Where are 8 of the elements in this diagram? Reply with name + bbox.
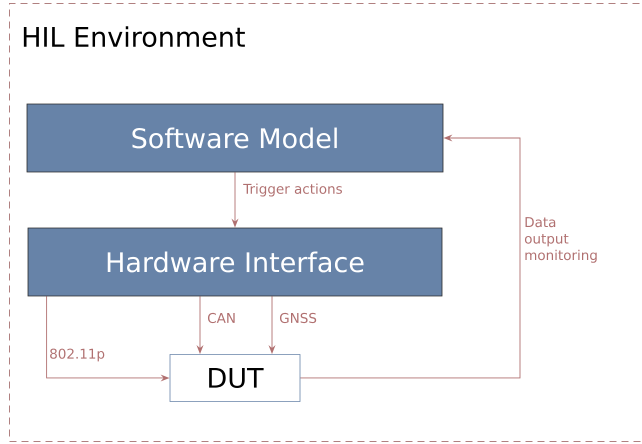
edge-label: GNSS [278,312,318,324]
device-box: DUT [170,354,300,402]
edge-label: Trigger actions [242,182,344,198]
edge-label: Data output monitoring [523,216,602,264]
edge-label: 802.11p [48,348,106,362]
edge-label: CAN [206,312,237,324]
process-box: Software Model [26,104,444,172]
process-box: Hardware Interface [28,228,442,296]
